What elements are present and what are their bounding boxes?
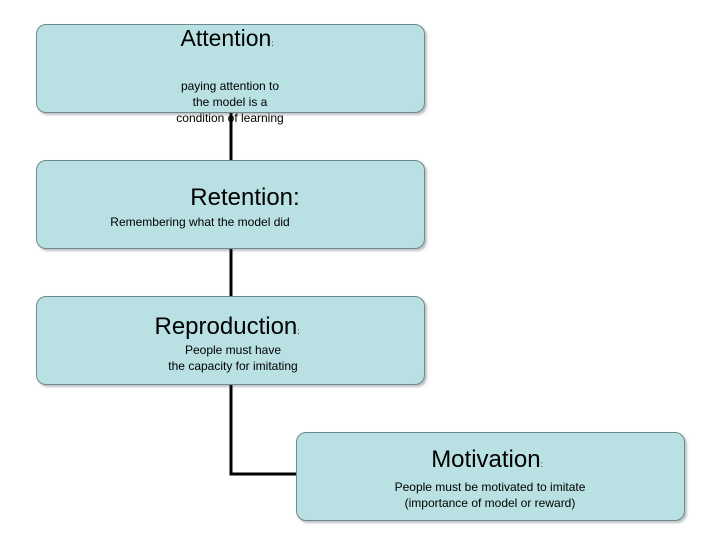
step-description-retention: Remembering what the model did [7,214,393,230]
step-title-motivation: Motivation: [297,446,677,473]
reproduction-title-colon: : [297,327,300,336]
retention-title-colon: : [293,184,300,211]
step-description-attention: paying attention to the model is a condi… [37,78,423,126]
connector-reproduction-motivation [229,385,296,476]
step-description-motivation: People must be motivated to imitate (imp… [297,479,683,511]
reproduction-desc-line-1: People must have [184,343,282,357]
attention-title-colon: : [271,39,274,48]
step-title-attention: Attention: [37,25,417,51]
step-box-reproduction: Reproduction: People must have the capac… [36,296,425,385]
reproduction-desc-line-2: the capacity for imitating [168,359,298,373]
motivation-desc-line-1: People must be motivated to imitate [394,480,586,494]
step-title-retention: Retention: [15,184,475,211]
retention-desc-line-1: Remembering what the model did [110,215,290,229]
step-box-retention: Retention: Remembering what the model di… [36,160,425,249]
attention-title-text: Attention [180,25,272,51]
attention-desc-line-2: the model is a [192,95,268,109]
step-title-reproduction: Reproduction: [37,313,417,340]
step-box-motivation: Motivation: People must be motivated to … [296,432,685,521]
motivation-desc-line-2: (importance of model or reward) [404,496,576,510]
step-box-attention: Attention: paying attention to the model… [36,24,425,125]
motivation-title-colon: : [540,460,543,469]
step-description-reproduction: People must have the capacity for imitat… [40,342,426,374]
attention-desc-line-1: paying attention to [180,79,280,93]
attention-desc-line-3: condition of learning [176,111,284,125]
retention-title-text: Retention [190,184,294,211]
motivation-title-text: Motivation [431,446,541,473]
reproduction-title-text: Reproduction [154,313,298,340]
